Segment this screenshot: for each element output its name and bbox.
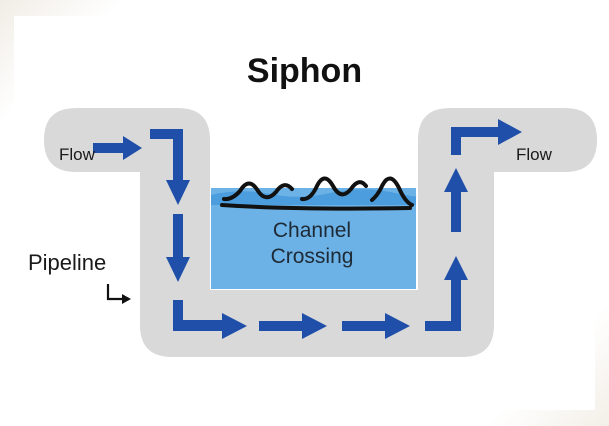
flow-in-label: Flow [59,145,95,164]
flow-arrows [93,119,522,339]
flow-arrow-icon [166,214,190,282]
channel-label-line2: Crossing [270,245,354,268]
flow-arrow-icon [342,313,410,339]
flow-arrow-icon [451,119,522,155]
diagram-title: Siphon [246,52,363,90]
flow-arrow-icon [150,129,190,205]
flow-arrow-icon [444,168,468,232]
channel-crossing-label: Channel Crossing [214,218,410,270]
pipeline-pointer-arrow-icon [106,284,131,304]
flow-arrow-icon [173,300,247,339]
channel-label-line1: Channel [272,219,352,242]
flow-arrow-icon [425,256,468,331]
wave-icon [220,176,414,211]
pipeline-label: Pipeline [28,250,107,275]
flow-arrow-icon [259,313,327,339]
flow-arrow-icon [93,136,142,160]
flow-out-label: Flow [516,145,552,164]
